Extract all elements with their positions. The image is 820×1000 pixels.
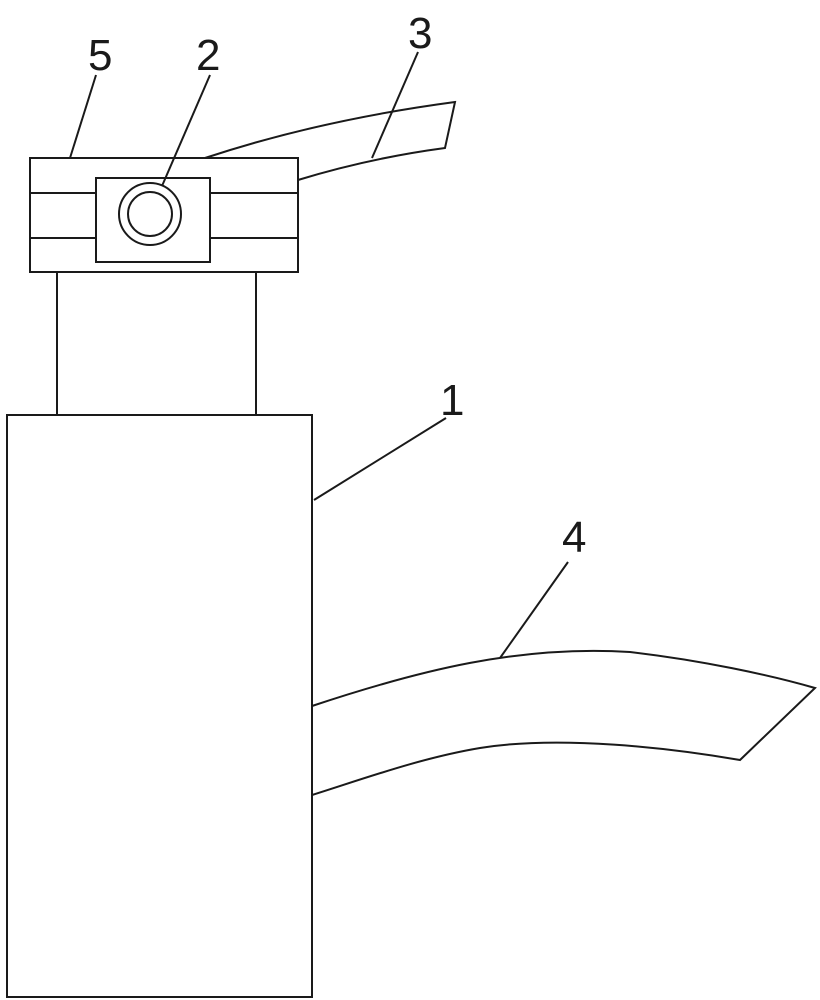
callout-knob: 2 [196, 31, 220, 80]
callout-handle: 3 [408, 9, 432, 58]
leader-line-head [69, 74, 97, 159]
knob [118, 182, 182, 246]
leader-line-knob [161, 74, 211, 187]
callout-spout: 4 [562, 513, 586, 562]
leader-line-handle [371, 51, 419, 159]
head-outline [29, 157, 299, 273]
lever-handle [204, 100, 457, 181]
knob-outer-ring [118, 182, 182, 246]
leader-line-body [313, 417, 447, 501]
callout-body: 1 [440, 376, 464, 425]
head-block [29, 157, 299, 273]
faucet-body [6, 414, 313, 998]
spout [311, 649, 817, 796]
leader-line-spout [499, 561, 569, 659]
knob-inner-ring [127, 191, 173, 237]
knob-housing [95, 177, 211, 263]
callout-head: 5 [88, 31, 112, 80]
